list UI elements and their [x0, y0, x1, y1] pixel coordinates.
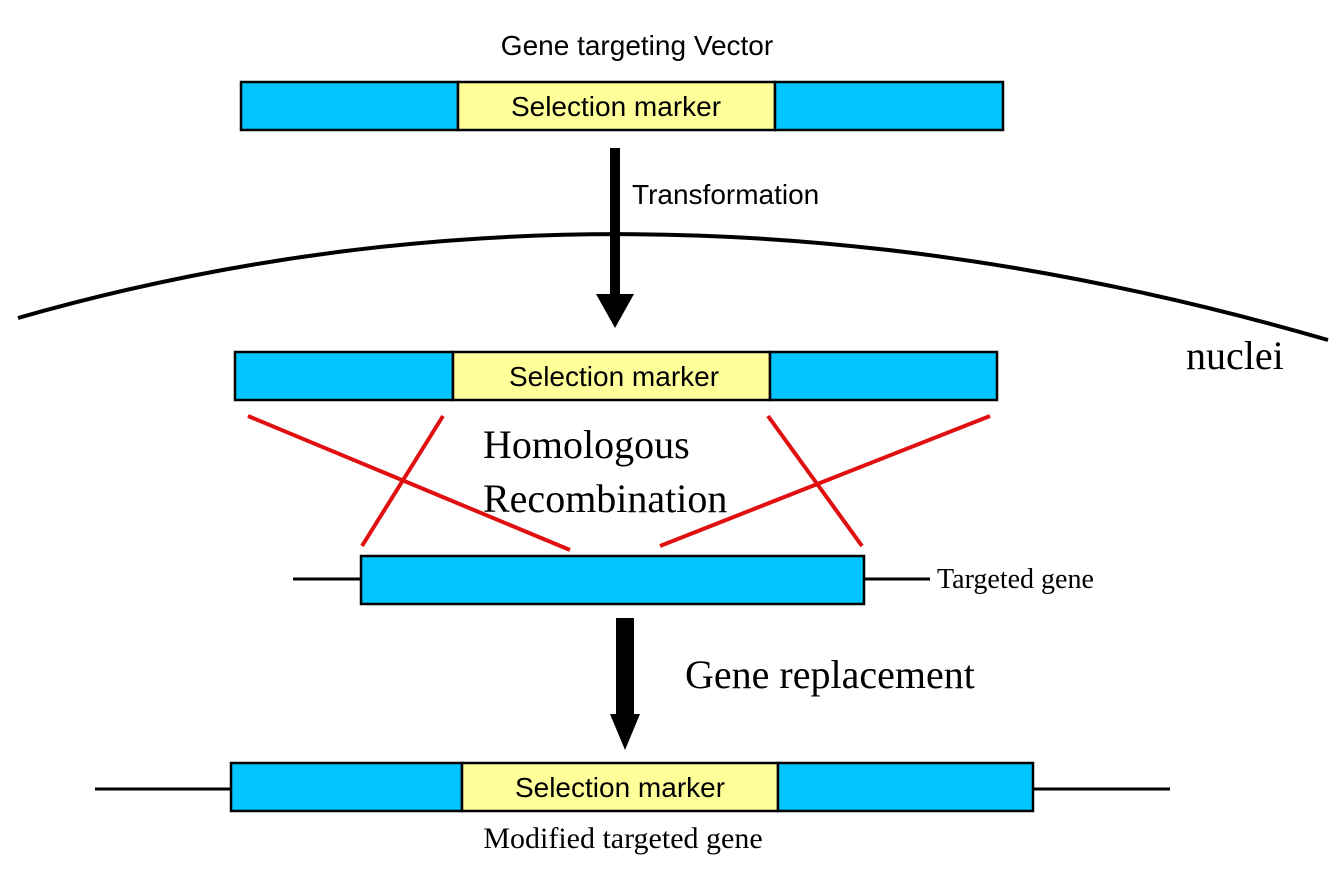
nuclear-vector-right-arm — [768, 350, 999, 402]
gene-replacement-arrow-head — [610, 714, 640, 750]
crossover-line-right-a — [659, 414, 991, 548]
modified-gene-marker-label: Selection marker — [515, 772, 725, 803]
gene-replacement-arrow — [610, 618, 640, 750]
crossover-line-right-b — [766, 414, 864, 548]
crossover-line-left-a — [247, 414, 571, 552]
vector-marker-label: Selection marker — [511, 91, 721, 122]
vector-left-arm — [239, 80, 460, 132]
modified-gene-left-arm — [229, 761, 464, 813]
crossover-line-left-b — [360, 414, 445, 548]
nuclear-membrane — [17, 232, 1329, 342]
nuclear-vector-selection-marker — [451, 350, 772, 402]
modified-gene-right-arm — [776, 761, 1035, 813]
modified-gene: Selection marker — [95, 761, 1170, 813]
transformation-arrow — [596, 148, 634, 328]
recombination-label: Recombination — [483, 476, 727, 521]
transformation-arrow-head — [596, 294, 634, 328]
nuclear-vector-marker-label: Selection marker — [509, 361, 719, 392]
targeted-gene-block — [359, 554, 866, 606]
targeted-gene — [293, 554, 930, 606]
modified-gene-label: Modified targeted gene — [483, 822, 762, 855]
nuclear-vector: Selection marker — [233, 350, 999, 402]
crossover-lines — [247, 414, 991, 552]
nuclei-label: nuclei — [1186, 333, 1284, 378]
nuclear-vector-left-arm — [233, 350, 455, 402]
homologous-label: Homologous — [483, 422, 690, 467]
vector-right-arm — [773, 80, 1005, 132]
vector-selection-marker — [456, 80, 777, 132]
transformation-label: Transformation — [632, 179, 819, 210]
targeting-vector: Selection marker — [239, 80, 1005, 132]
gene-replacement-label: Gene replacement — [685, 652, 975, 697]
targeted-gene-label: Targeted gene — [937, 564, 1094, 595]
diagram-title: Gene targeting Vector — [501, 30, 773, 61]
gene-replacement-arrow-shaft — [616, 618, 634, 716]
